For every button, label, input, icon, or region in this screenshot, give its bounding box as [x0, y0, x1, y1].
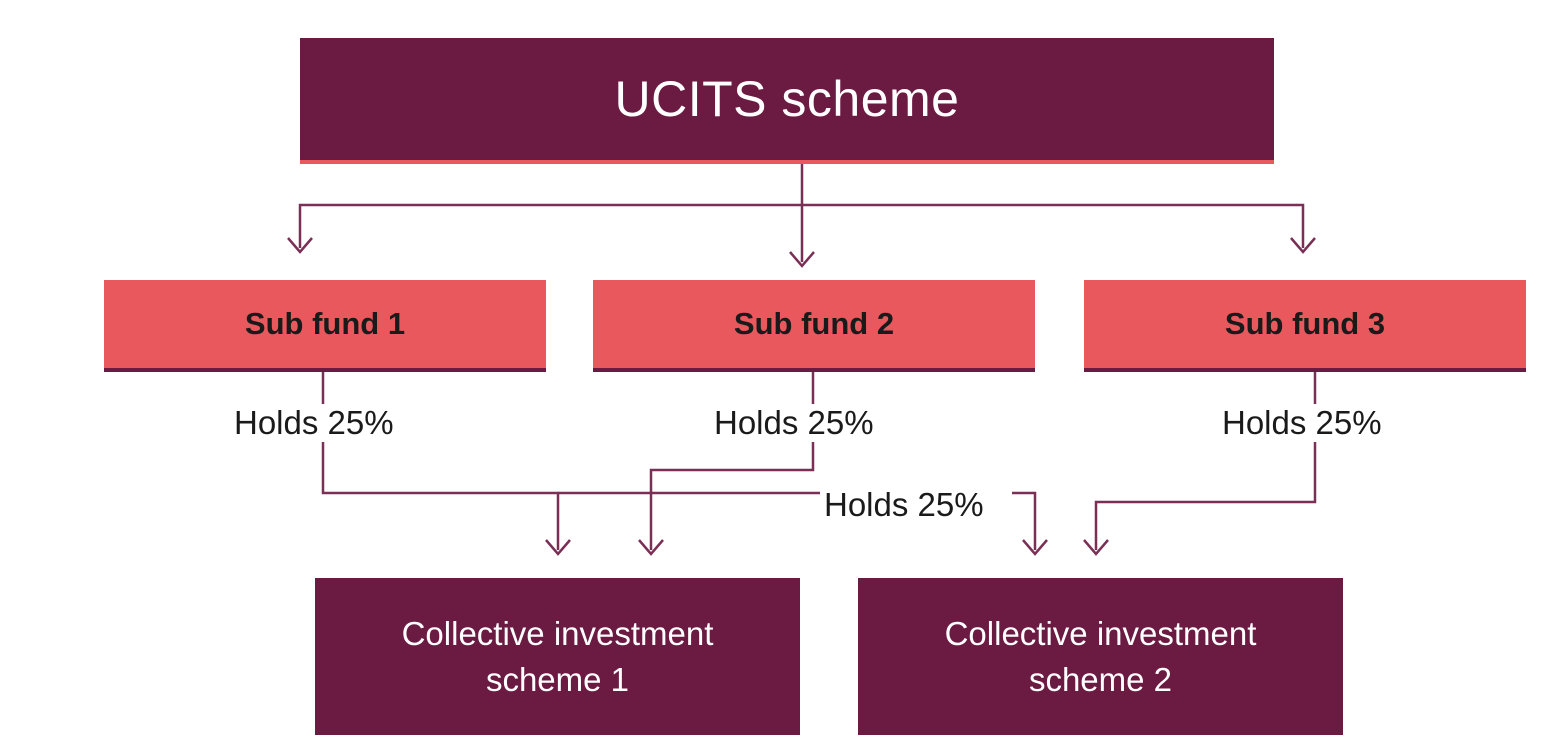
sub-fund-1-box: Sub fund 1: [104, 280, 546, 372]
sub-fund-3-box: Sub fund 3: [1084, 280, 1526, 372]
collective-scheme-2-box: Collective investment scheme 2: [858, 578, 1343, 735]
arrowhead-subfund2: [789, 251, 815, 268]
sub-fund-2-box: Sub fund 2: [593, 280, 1035, 372]
arrowhead-cis2-b: [1083, 539, 1109, 556]
collective-scheme-1-line2: scheme 1: [485, 660, 630, 698]
connector-subfund1-cis1: [321, 372, 560, 550]
ucits-scheme-title: UCITS scheme: [614, 71, 960, 127]
collective-scheme-1-line1: Collective investment: [401, 614, 714, 652]
connector-subfund3-cis2: [1094, 372, 1317, 550]
arrowhead-subfund1: [287, 237, 313, 254]
connector-scheme-branch: [298, 203, 1305, 248]
holds-label-subfund-2: Holds 25%: [710, 404, 878, 442]
holds-label-crossing: Holds 25%: [820, 486, 988, 524]
arrowhead-cis1-a: [545, 539, 571, 556]
sub-fund-3-label: Sub fund 3: [1224, 306, 1386, 341]
arrowhead-cis1-b: [638, 539, 664, 556]
connector-subfund1-cis2b: [1012, 491, 1037, 550]
holds-label-subfund-3: Holds 25%: [1218, 404, 1386, 442]
collective-scheme-1-box: Collective investment scheme 1: [315, 578, 800, 735]
arrowhead-subfund3: [1290, 237, 1316, 254]
arrowhead-cis2-a: [1022, 539, 1048, 556]
sub-fund-2-label: Sub fund 2: [733, 306, 895, 341]
ucits-scheme-box: UCITS scheme: [300, 38, 1274, 164]
holds-label-subfund-1: Holds 25%: [230, 404, 398, 442]
collective-scheme-2-line1: Collective investment: [944, 614, 1257, 652]
sub-fund-1-label: Sub fund 1: [244, 306, 406, 341]
connector-subfund2-cis1: [649, 372, 815, 550]
collective-scheme-2-line2: scheme 2: [1028, 660, 1173, 698]
